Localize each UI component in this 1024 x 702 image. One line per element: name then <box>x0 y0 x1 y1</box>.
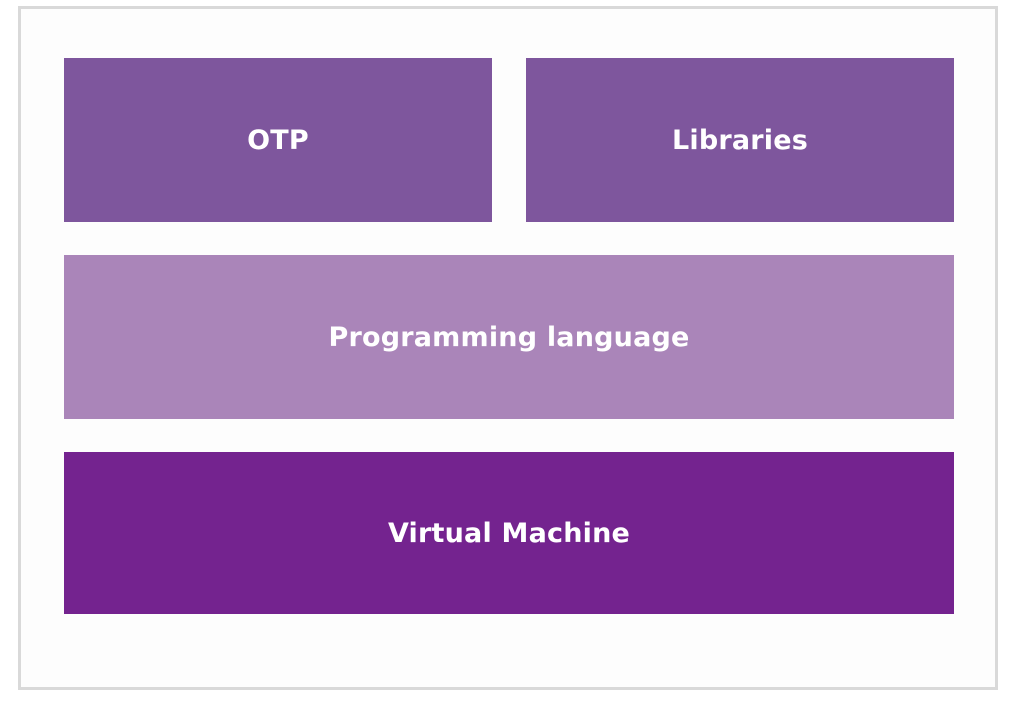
layer-otp: OTP <box>64 58 492 222</box>
layer-libraries-label: Libraries <box>671 124 809 156</box>
layer-libraries: Libraries <box>526 58 954 222</box>
layer-otp-label: OTP <box>247 124 309 156</box>
layer-programming-language: Programming language <box>64 255 954 419</box>
layer-virtual-machine: Virtual Machine <box>64 452 954 614</box>
layer-virtual-machine-label: Virtual Machine <box>387 517 631 549</box>
layer-programming-language-label: Programming language <box>328 321 690 353</box>
